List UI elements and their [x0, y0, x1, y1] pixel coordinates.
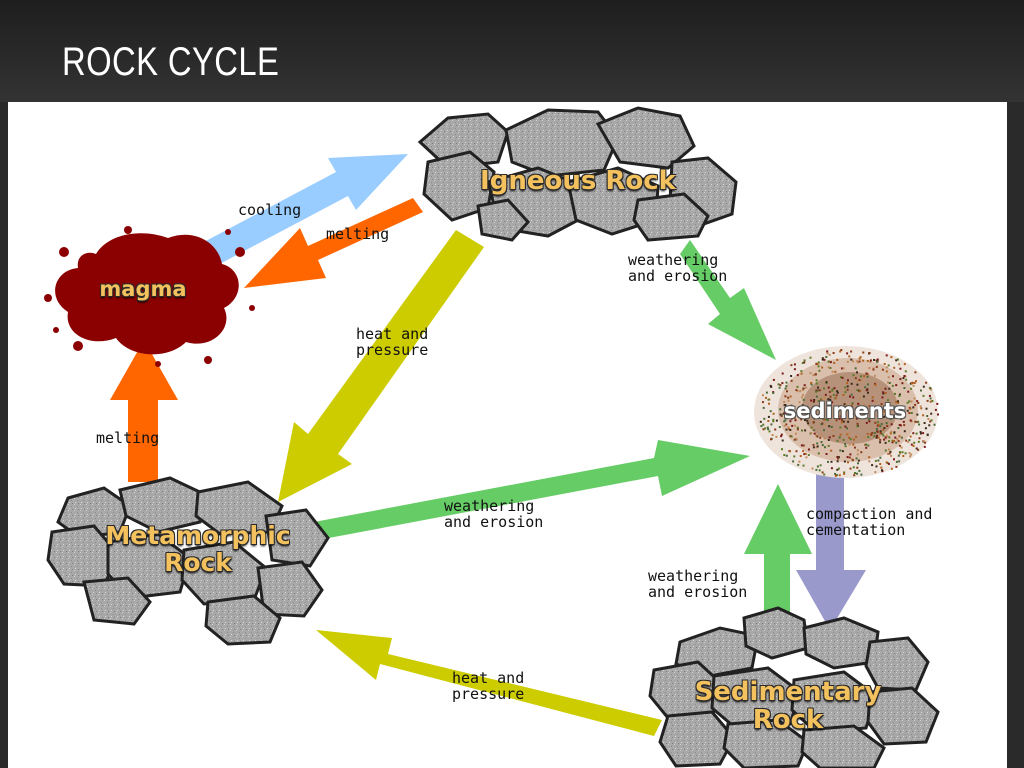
- arrow-melting-metamorphic-to-magma: [110, 340, 178, 482]
- sedimentary-rock-image: [648, 606, 940, 768]
- sedimentary-rock-label: Sedimentary Rock: [694, 677, 882, 735]
- arrow-cooling: [185, 154, 408, 276]
- arrow-weathering-metamorphic-to-sediments: [314, 440, 750, 540]
- heat-pressure-label-sedimentary: heat and pressure: [452, 669, 525, 703]
- magma-splat-image: [44, 226, 255, 367]
- slide-title: ROCK CYCLE: [62, 40, 280, 84]
- arrow-melting-igneous-to-magma: [244, 198, 423, 288]
- arrow-weathering-igneous-to-sediments: [680, 240, 776, 360]
- metamorphic-rock-label: Metamorphic Rock: [105, 521, 291, 577]
- melting-label-metamorphic: melting: [96, 429, 160, 447]
- magma-label: magma: [99, 277, 187, 301]
- arrow-weathering-sedimentary-to-sediments: [744, 484, 812, 622]
- compaction-cementation-label: compaction and cementation: [806, 505, 933, 539]
- sediments-dots: [759, 349, 939, 477]
- weathering-label-sedimentary: weathering and erosion: [648, 567, 748, 601]
- arrow-compaction-cementation: [796, 470, 866, 630]
- arrow-heat-pressure-sedimentary-to-metamorphic: [316, 630, 662, 736]
- diagram-graphics: [44, 106, 940, 768]
- cooling-label: cooling: [238, 201, 302, 219]
- weathering-label-metamorphic: weathering and erosion: [444, 497, 544, 531]
- rock-cycle-diagram: Igneous Rock magma sediments Metamorphic…: [8, 102, 1007, 768]
- igneous-rock-label: Igneous Rock: [480, 166, 676, 196]
- weathering-label-igneous: weathering and erosion: [628, 251, 728, 285]
- sediments-label: sediments: [783, 399, 907, 423]
- arrow-heat-pressure-igneous-to-metamorphic: [278, 230, 484, 502]
- melting-label-igneous: melting: [326, 225, 390, 243]
- heat-pressure-label-igneous: heat and pressure: [356, 325, 429, 359]
- metamorphic-rock-image: [46, 476, 330, 646]
- slide-header: ROCK CYCLE: [0, 0, 1024, 102]
- igneous-rock-image: [417, 106, 738, 242]
